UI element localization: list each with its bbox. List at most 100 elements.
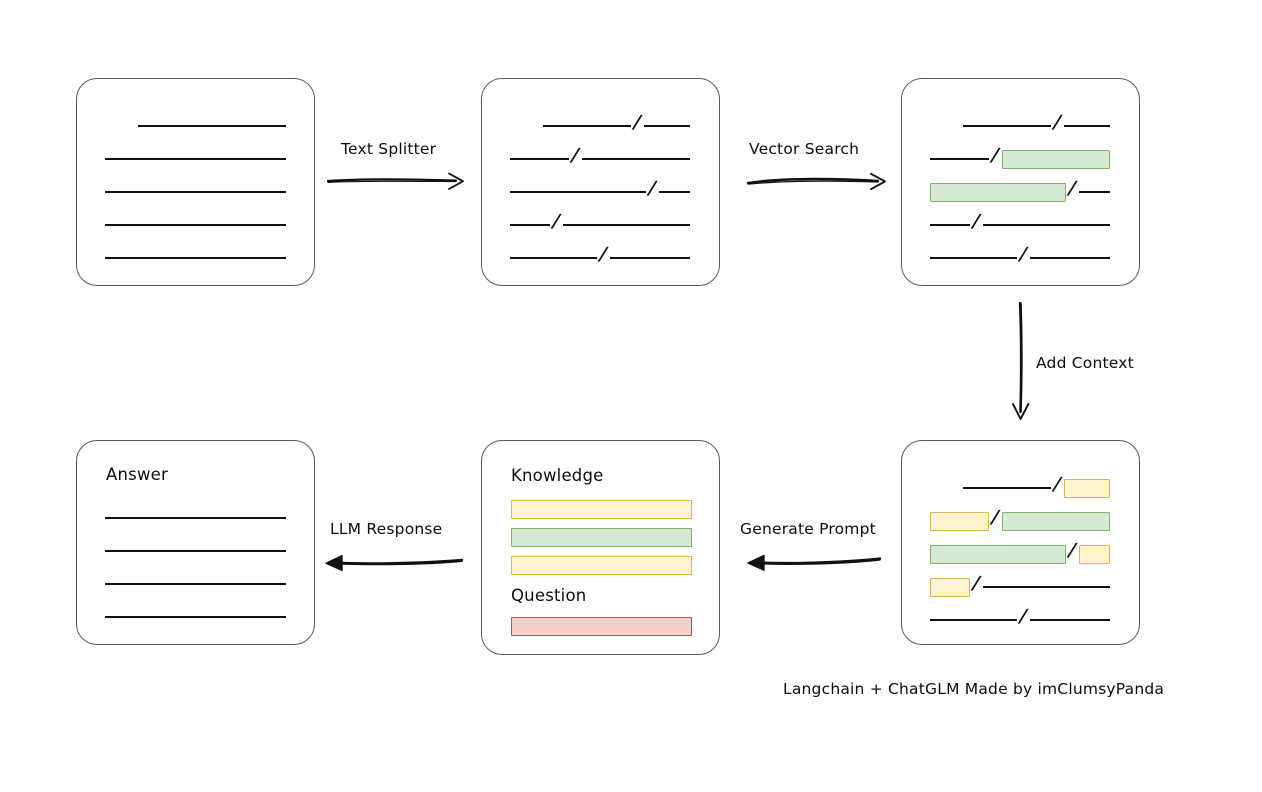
row-separator-slash: / <box>1068 540 1077 561</box>
arrow-left-solid-icon <box>747 554 882 571</box>
prompt-bar-yellow <box>511 556 692 575</box>
highlight-chip-green <box>930 544 1067 564</box>
text-line <box>963 125 1052 127</box>
row-separator-slash: / <box>1068 178 1077 199</box>
document-row <box>105 575 286 593</box>
node-matched-document[interactable]: / / / / / <box>901 78 1140 286</box>
context-document-rows: / / / / / <box>902 441 1139 644</box>
highlight-chip-green <box>1001 149 1110 169</box>
edge-vector-search-label: Vector Search <box>749 140 860 158</box>
row-separator-slash: / <box>971 573 981 594</box>
document-row: / <box>930 211 1111 234</box>
document-row: / <box>510 211 691 234</box>
document-row: / <box>510 244 691 267</box>
text-line <box>658 191 690 193</box>
split-document-rows: / / / / / <box>482 79 719 285</box>
matched-document-rows: / / / / / <box>902 79 1139 285</box>
text-line <box>562 224 690 226</box>
edge-generate-prompt-label: Generate Prompt <box>740 520 876 538</box>
text-line <box>1063 125 1110 127</box>
document-row: / <box>930 112 1111 135</box>
text-line <box>510 158 570 160</box>
row-separator-slash: / <box>648 178 657 199</box>
prompt-question-label: Question <box>511 586 587 605</box>
text-line <box>137 125 286 127</box>
document-row <box>105 509 286 527</box>
row-separator-slash: / <box>551 211 561 232</box>
document-row: / <box>930 573 1111 597</box>
text-line <box>982 224 1110 226</box>
document-row <box>105 608 286 626</box>
edge-text-splitter: Text Splitter <box>325 140 475 200</box>
text-line <box>105 257 286 259</box>
prompt-knowledge-bars <box>482 441 719 654</box>
prompt-knowledge-label: Knowledge <box>511 466 604 485</box>
document-row <box>105 183 286 201</box>
text-line <box>543 125 632 127</box>
text-line <box>105 191 286 193</box>
prompt-bar-green <box>511 528 692 547</box>
text-line <box>930 224 970 226</box>
node-prompt[interactable]: Knowledge Question <box>481 440 720 655</box>
row-separator-slash: / <box>1053 474 1062 495</box>
document-row <box>105 249 286 267</box>
prompt-body: Knowledge Question <box>482 441 719 654</box>
text-line <box>1029 619 1110 621</box>
text-line <box>982 586 1110 588</box>
text-line <box>105 550 286 552</box>
highlight-chip-yellow <box>1063 478 1110 498</box>
row-separator-slash: / <box>599 244 608 265</box>
document-row <box>105 150 286 168</box>
text-line <box>105 616 286 618</box>
document-row: / <box>930 244 1111 267</box>
text-line <box>510 224 550 226</box>
row-separator-slash: / <box>571 145 580 166</box>
node-answer[interactable]: Answer <box>76 440 315 645</box>
matched-document-body: / / / / / <box>902 79 1139 285</box>
text-line <box>609 257 690 259</box>
document-row: / <box>930 145 1111 169</box>
answer-rows <box>77 441 314 644</box>
prompt-bar-red <box>511 617 692 636</box>
edge-generate-prompt: Generate Prompt <box>740 520 890 580</box>
prompt-bar-yellow <box>511 500 692 519</box>
text-line <box>105 158 286 160</box>
document-row: / <box>930 507 1111 531</box>
edge-add-context-label: Add Context <box>1036 354 1134 372</box>
node-source-document[interactable] <box>76 78 315 286</box>
document-row: / <box>930 474 1111 498</box>
row-separator-slash: / <box>1053 112 1062 133</box>
row-separator-slash: / <box>971 211 981 232</box>
credit-text: Langchain + ChatGLM Made by imClumsyPand… <box>783 680 1165 698</box>
highlight-chip-yellow <box>1078 544 1110 564</box>
row-separator-slash: / <box>991 507 1000 528</box>
document-row <box>105 216 286 234</box>
node-split-document[interactable]: / / / / / <box>481 78 720 286</box>
document-row <box>105 542 286 560</box>
row-separator-slash: / <box>633 112 642 133</box>
arrow-left-solid-icon <box>325 554 464 572</box>
document-row: / <box>510 112 691 135</box>
edge-llm-response-label: LLM Response <box>330 520 443 538</box>
document-row: / <box>930 606 1111 629</box>
document-row: / <box>930 540 1111 564</box>
text-line <box>1029 257 1110 259</box>
row-separator-slash: / <box>1019 606 1028 627</box>
highlight-chip-yellow <box>930 511 990 531</box>
arrow-down-open-icon <box>1012 301 1030 420</box>
text-line <box>581 158 690 160</box>
text-line <box>510 257 598 259</box>
text-line <box>930 257 1018 259</box>
arrow-right-open-icon <box>746 172 886 191</box>
text-line <box>930 158 990 160</box>
document-row: / <box>510 145 691 168</box>
source-document-body <box>77 79 314 285</box>
arrow-right-open-icon <box>326 172 464 190</box>
edge-add-context: Add Context <box>1000 300 1180 425</box>
row-separator-slash: / <box>1019 244 1028 265</box>
text-line <box>963 487 1052 489</box>
text-line <box>105 224 286 226</box>
highlight-chip-green <box>930 182 1067 202</box>
node-context-document[interactable]: / / / / / <box>901 440 1140 645</box>
